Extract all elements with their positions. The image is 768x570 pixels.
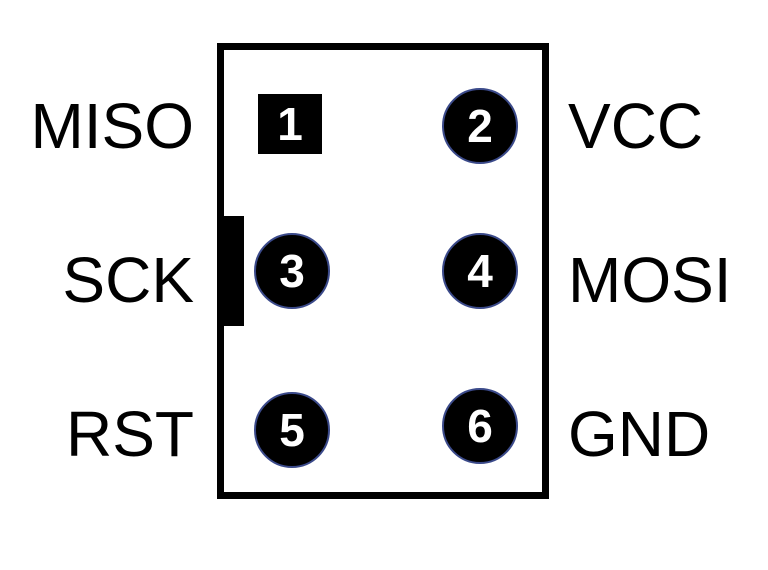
pin-3: 3 xyxy=(254,233,330,309)
pin-1: 1 xyxy=(258,94,322,154)
label-rst: RST xyxy=(66,398,194,470)
pin-6: 6 xyxy=(442,388,518,464)
label-gnd: GND xyxy=(568,398,711,470)
label-sck: SCK xyxy=(62,244,194,316)
label-mosi: MOSI xyxy=(568,244,732,316)
label-miso: MISO xyxy=(30,90,194,162)
pin-2: 2 xyxy=(442,88,518,164)
pin-4: 4 xyxy=(442,233,518,309)
label-vcc: VCC xyxy=(568,90,704,162)
polarization-key-notch xyxy=(222,216,244,326)
pin-5: 5 xyxy=(254,392,330,468)
